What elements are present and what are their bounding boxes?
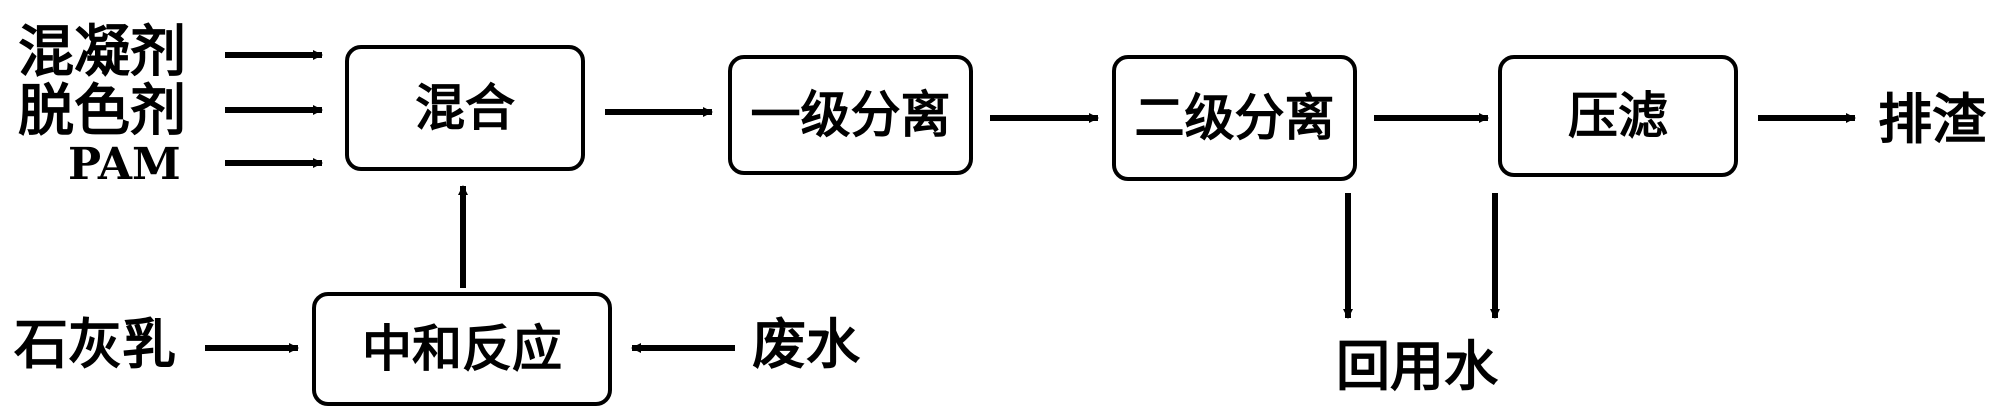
box-neutralization: 中和反应 — [312, 292, 612, 406]
box-mixing-label: 混合 — [415, 79, 515, 137]
label-lime-milk: 石灰乳 — [14, 313, 176, 376]
box-filter-press-label: 压滤 — [1568, 87, 1668, 145]
box-secondary-separation: 二级分离 — [1112, 55, 1357, 181]
label-wastewater: 废水 — [752, 313, 860, 376]
label-slag-discharge: 排渣 — [1878, 88, 1986, 151]
box-filter-press: 压滤 — [1498, 55, 1738, 177]
label-coagulant: 混凝剂 — [18, 20, 186, 85]
label-reuse-water: 回用水 — [1336, 335, 1498, 398]
box-mixing: 混合 — [345, 45, 585, 171]
label-decolorant: 脱色剂 — [18, 79, 186, 144]
box-secondary-separation-label: 二级分离 — [1134, 89, 1335, 147]
box-neutralization-label: 中和反应 — [362, 320, 562, 378]
box-primary-separation: 一级分离 — [728, 55, 973, 175]
label-pam: PAM — [68, 139, 181, 190]
box-primary-separation-label: 一级分离 — [750, 86, 951, 144]
